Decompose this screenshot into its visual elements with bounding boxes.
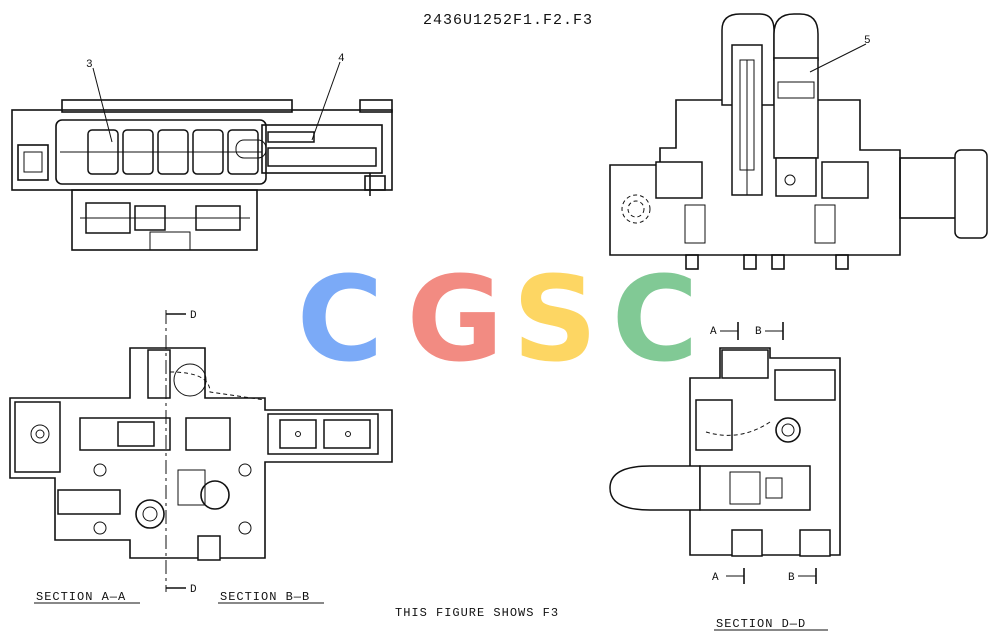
watermark-letter-1: C bbox=[297, 250, 384, 388]
section-aa-label: SECTION A—A bbox=[36, 590, 126, 604]
bottom-left-view bbox=[9, 310, 393, 604]
section-marker-a-top: A bbox=[710, 326, 717, 338]
section-bb-label: SECTION B—B bbox=[220, 590, 310, 604]
bottom-right-view bbox=[609, 322, 841, 631]
figure-title: 2436U1252F1.F2.F3 bbox=[423, 12, 593, 29]
section-dd-label: SECTION D—D bbox=[716, 617, 806, 631]
watermark-letter-2: G bbox=[407, 250, 504, 388]
watermark: C G S C bbox=[297, 250, 699, 388]
watermark-letter-3: S bbox=[513, 250, 598, 388]
callout-5: 5 bbox=[864, 35, 871, 47]
top-right-view bbox=[609, 13, 988, 270]
figure-caption: THIS FIGURE SHOWS F3 bbox=[395, 606, 559, 620]
section-marker-a-bottom: A bbox=[712, 572, 719, 584]
section-marker-b-top: B bbox=[755, 326, 762, 338]
section-marker-d-top: D bbox=[190, 310, 197, 322]
callout-4: 4 bbox=[338, 53, 345, 65]
callout-3: 3 bbox=[86, 59, 93, 71]
watermark-letter-4: C bbox=[612, 250, 699, 388]
top-left-view bbox=[11, 61, 393, 251]
section-marker-d-bottom: D bbox=[190, 584, 197, 596]
section-marker-b-bottom: B bbox=[788, 572, 795, 584]
